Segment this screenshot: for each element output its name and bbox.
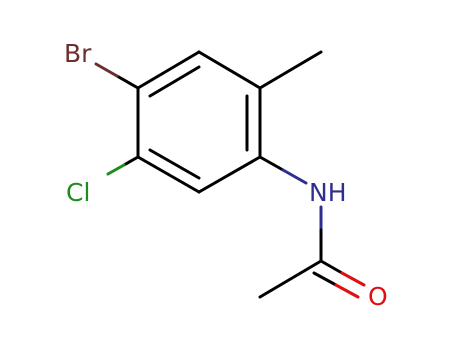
ring-nitrogen-bond-atom-half <box>281 168 308 185</box>
ring-inner-double-c6-c1 <box>148 65 201 98</box>
ring-bond-c4-c5 <box>136 155 201 194</box>
carbonyl-bond-outer-carbon-half <box>319 259 344 275</box>
chlorine-bond <box>106 155 140 176</box>
ring-nitrogen-bond <box>258 155 308 185</box>
carbonyl-bond-outer-oxygen-half <box>340 271 366 287</box>
nitrogen-label: NH <box>309 178 347 207</box>
carbonyl-bond-inner-carbon-half <box>312 271 338 287</box>
ring-bond-c6-c1 <box>136 50 201 90</box>
carbonyl-double-bond <box>312 259 366 299</box>
benzene-ring <box>136 50 262 194</box>
ring-nitrogen-bond-ring-half <box>258 155 285 172</box>
chlorine-label: Cl <box>66 178 90 207</box>
bromine-bond-ring-half <box>115 74 140 90</box>
ring-bond-c3-c4 <box>197 155 262 194</box>
ring-bond-c1-c2 <box>197 50 262 90</box>
carbonyl-bond-inner-oxygen-half <box>334 283 360 299</box>
oxygen-label: O <box>368 282 388 311</box>
chlorine-bond-ring-half <box>122 155 140 167</box>
bromine-label: Br <box>64 39 92 68</box>
bromine-bond-atom-half <box>94 62 119 78</box>
ring-inner-double-c4-c5 <box>148 148 201 180</box>
acetyl-methyl-bond <box>258 259 323 299</box>
bromine-bond <box>94 62 140 90</box>
methyl-bond <box>258 50 323 90</box>
chlorine-bond-atom-half <box>106 163 126 176</box>
